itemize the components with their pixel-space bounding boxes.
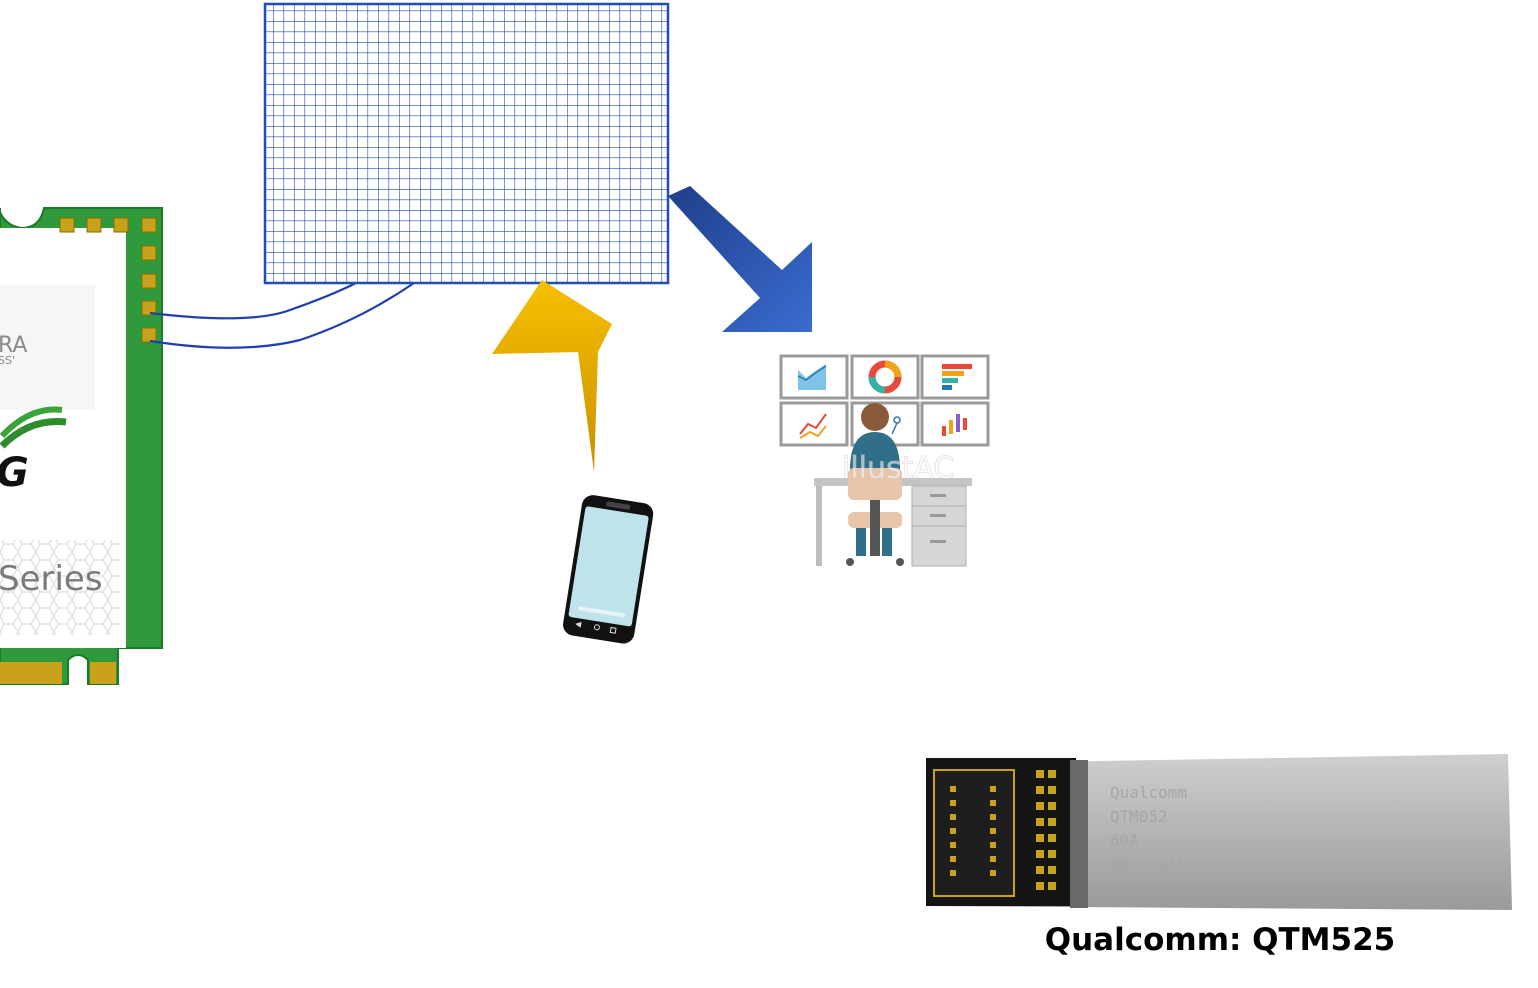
analyst-person-icon — [846, 403, 904, 566]
antenna-array-grid — [263, 2, 670, 285]
bar-chart-icon — [942, 364, 972, 390]
brand-fragment: RA — [0, 333, 27, 358]
chip-caption: Qualcomm: QTM525 — [1044, 922, 1396, 958]
candlestick-chart-icon — [942, 414, 967, 436]
5g-wave-logo-icon — [0, 406, 67, 449]
module-card: RA SS' G Series — [0, 207, 163, 685]
chip-marking-line-3: 60A — [1110, 831, 1139, 850]
smartphone-icon — [563, 495, 654, 644]
antenna-feed-wires — [149, 282, 415, 349]
line-chart-icon — [799, 413, 827, 439]
logo-fragment: G — [0, 450, 29, 496]
chip-pins — [950, 770, 1056, 890]
uplink-arrow — [492, 280, 612, 472]
brand-sub-fragment: SS' — [0, 354, 15, 367]
downlink-arrow — [668, 186, 812, 332]
contact-pads — [59, 217, 157, 343]
watermark-text: illustAC — [842, 451, 954, 486]
donut-chart-icon — [868, 360, 902, 394]
series-label: Series — [0, 559, 103, 599]
chip-marking: Qualcomm QTM052 60A 0K827G1L — [1110, 783, 1187, 874]
chip-marking-line-1: Qualcomm — [1110, 783, 1187, 802]
chip-marking-line-4: 0K827G1L — [1110, 855, 1187, 874]
analyst-workstation: illustAC — [779, 354, 990, 567]
chip-marking-line-2: QTM052 — [1110, 807, 1168, 826]
area-chart-icon — [797, 364, 827, 390]
edge-connector — [0, 662, 116, 684]
network-chart-icon — [891, 416, 901, 435]
qtm525-chip: Qualcomm QTM052 60A 0K827G1L — [926, 754, 1512, 910]
